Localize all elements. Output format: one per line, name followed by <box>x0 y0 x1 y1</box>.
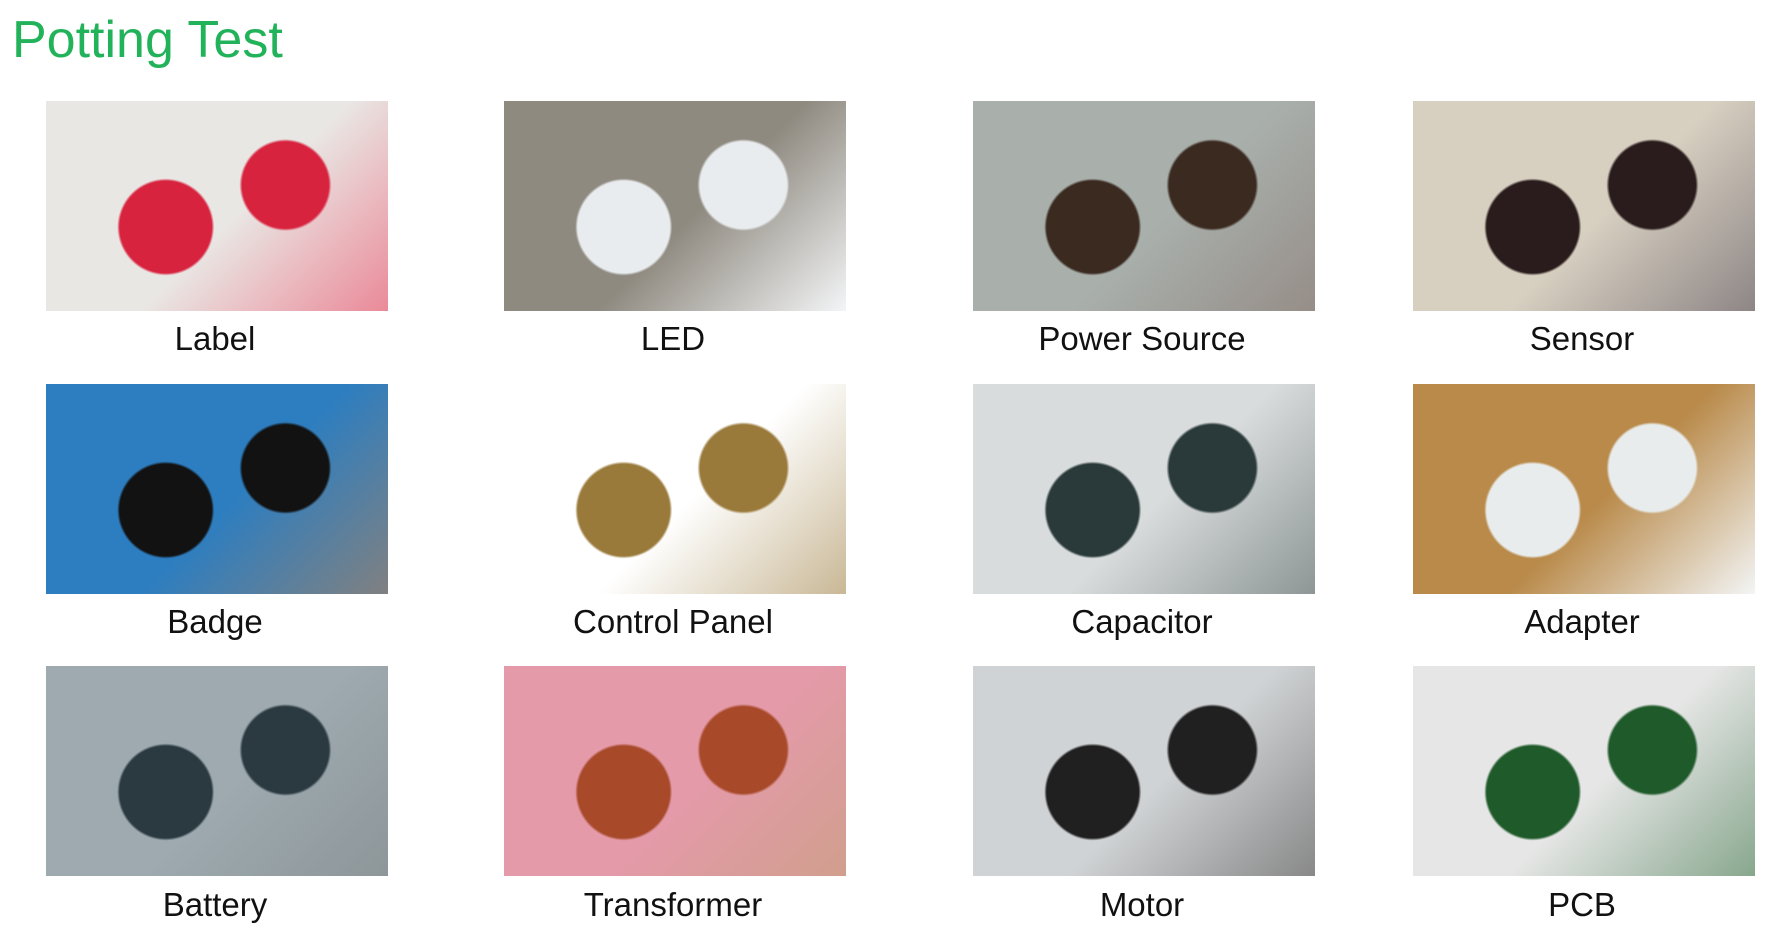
sensor-image <box>1413 101 1755 311</box>
label-caption: Label <box>174 320 256 357</box>
pcb-caption: PCB <box>1548 886 1616 923</box>
battery-caption: Battery <box>162 886 268 923</box>
transformer-caption: Transformer <box>583 886 763 923</box>
transformer-image <box>504 666 846 876</box>
capacitor-caption: Capacitor <box>1071 603 1213 640</box>
page-title: Potting Test <box>12 11 283 69</box>
adapter-caption: Adapter <box>1524 603 1640 640</box>
badge-caption: Badge <box>167 603 263 640</box>
capacitor-image <box>973 384 1315 594</box>
motor-image <box>973 666 1315 876</box>
power-source-image <box>973 101 1315 311</box>
motor-caption: Motor <box>1099 886 1185 923</box>
adapter-image <box>1413 384 1755 594</box>
led-image <box>504 101 846 311</box>
battery-image <box>46 666 388 876</box>
pcb-image <box>1413 666 1755 876</box>
badge-image <box>46 384 388 594</box>
control-panel-caption: Control Panel <box>573 603 773 640</box>
led-caption: LED <box>640 320 706 357</box>
power-source-caption: Power Source <box>1038 320 1246 357</box>
sensor-caption: Sensor <box>1529 320 1635 357</box>
control-panel-image <box>504 384 846 594</box>
label-image <box>46 101 388 311</box>
